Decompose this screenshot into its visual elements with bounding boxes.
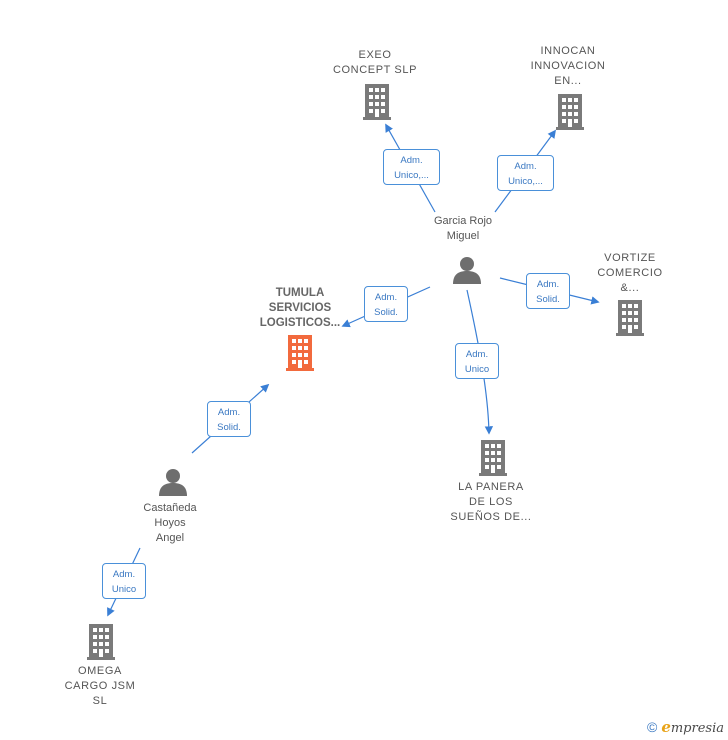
edge-label-garcia-innocan[interactable]: Adm. Unico,... (497, 155, 554, 191)
innocan-building-icon[interactable] (556, 94, 584, 130)
edge-label-garcia-exeo[interactable]: Adm. Unico,... (383, 149, 440, 185)
vortize-building-icon[interactable] (616, 300, 644, 336)
node-label-innocan[interactable]: INNOCAN INNOVACION EN... (530, 45, 606, 87)
edge-label-garcia-lapanera[interactable]: Adm. Unico (455, 343, 499, 379)
brand-logo[interactable]: empresia (661, 718, 724, 736)
node-label-lapanera[interactable]: LA PANERA DE LOS SUEÑOS DE... (450, 481, 532, 523)
edge-label-castaneda-omega[interactable]: Adm. Unico (102, 563, 146, 599)
node-label-garcia[interactable]: Garcia Rojo Miguel (433, 215, 493, 242)
node-icons (87, 84, 644, 660)
node-label-omega[interactable]: OMEGA CARGO JSM SL (64, 665, 136, 707)
garcia-person-icon[interactable] (453, 257, 481, 284)
edge-label-castaneda-tumula[interactable]: Adm. Solid. (207, 401, 251, 437)
tumula-building-icon[interactable] (286, 335, 314, 371)
copyright-icon: © (646, 719, 658, 735)
node-label-exeo[interactable]: EXEO CONCEPT SLP (332, 49, 418, 76)
node-label-tumula[interactable]: TUMULA SERVICIOS LOGISTICOS... (259, 287, 341, 329)
castaneda-person-icon[interactable] (159, 469, 187, 496)
brand-name: mpresia (670, 721, 724, 736)
edge-label-garcia-tumula[interactable]: Adm. Solid. (364, 286, 408, 322)
omega-building-icon[interactable] (87, 624, 115, 660)
node-label-castaneda[interactable]: Castañeda Hoyos Angel (143, 502, 197, 544)
edge-label-garcia-vortize[interactable]: Adm. Solid. (526, 273, 570, 309)
footer-brand: © empresia (647, 718, 724, 736)
node-label-vortize[interactable]: VORTIZE COMERCIO &... (597, 252, 663, 294)
exeo-building-icon[interactable] (363, 84, 391, 120)
lapanera-building-icon[interactable] (479, 440, 507, 476)
brand-initial: e (661, 718, 671, 736)
